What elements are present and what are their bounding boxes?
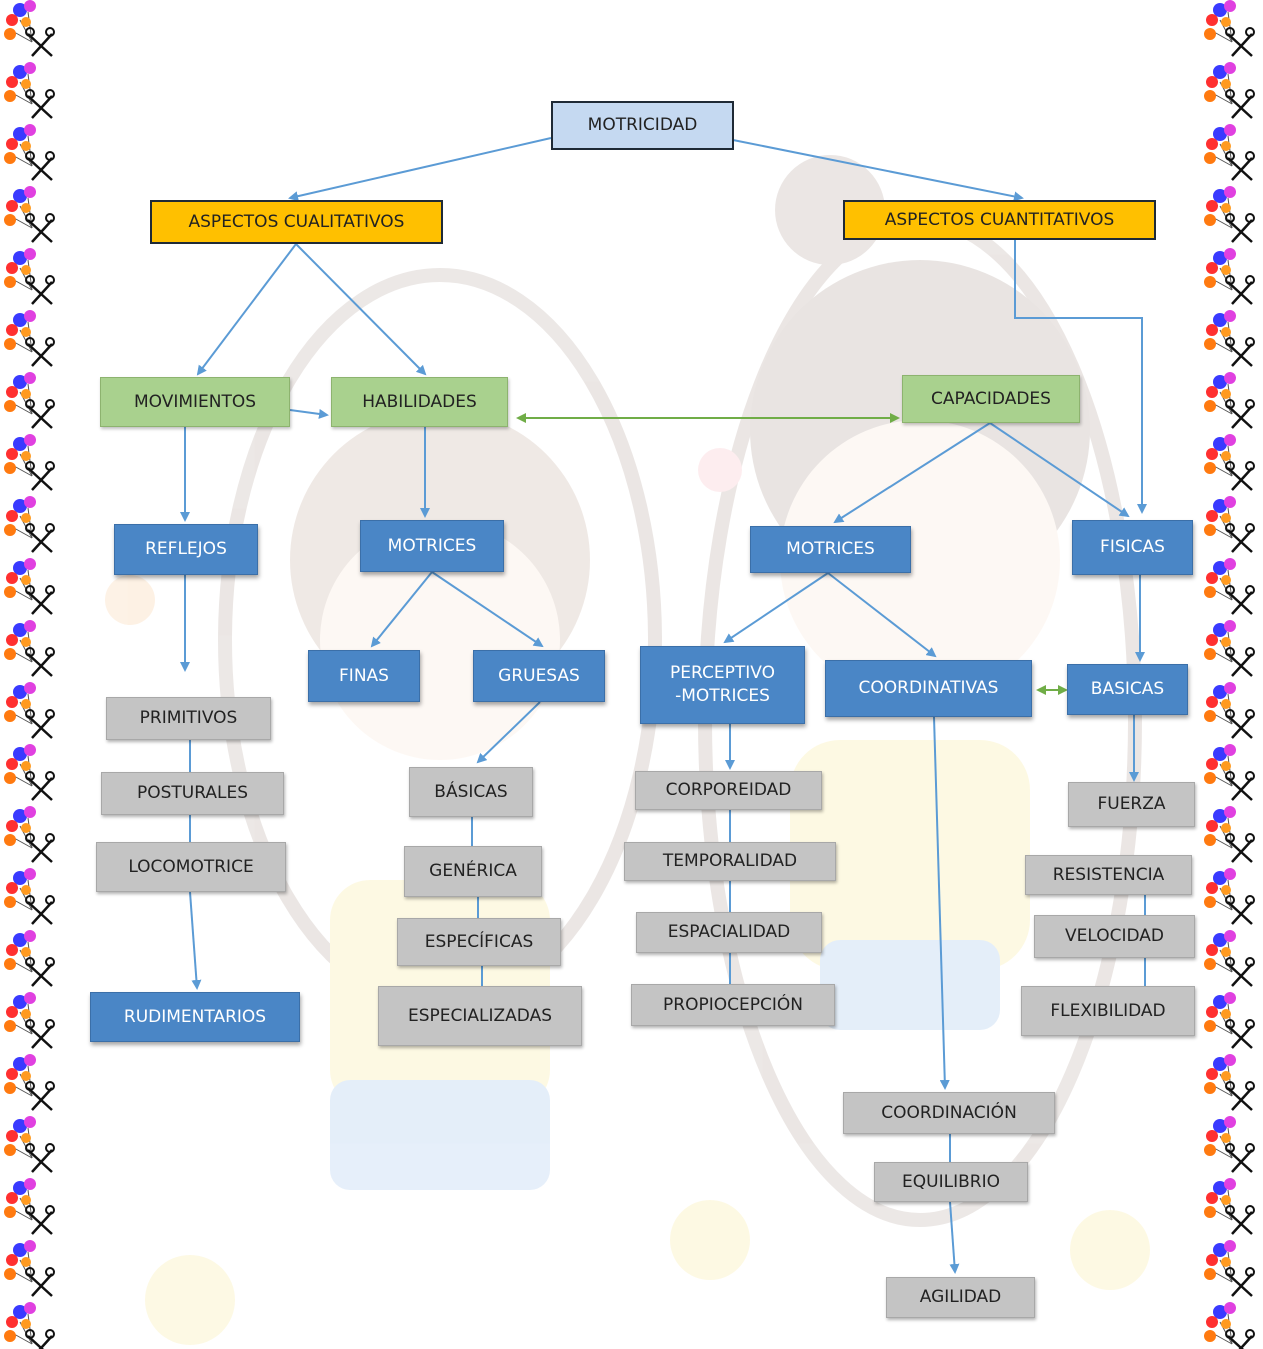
balloons-and-scissors-icon (2, 928, 58, 990)
balloons-and-scissors-icon (2, 1176, 58, 1238)
leaf-temporalidad: TEMPORALIDAD (624, 842, 836, 881)
balloons-and-scissors-icon (2, 742, 58, 804)
balloons-and-scissors-icon (2, 618, 58, 680)
balloons-and-scissors-icon (2, 1114, 58, 1176)
leaf-locomotrice: LOCOMOTRICE (96, 842, 286, 892)
balloons-and-scissors-icon (2, 308, 58, 370)
node-gruesas: GRUESAS (473, 650, 605, 702)
balloons-and-scissors-icon (1202, 370, 1258, 432)
balloons-and-scissors-icon (1202, 866, 1258, 928)
balloons-and-scissors-icon (1202, 680, 1258, 742)
balloons-and-scissors-icon (1202, 122, 1258, 184)
root-node-motricidad: MOTRICIDAD (551, 101, 734, 150)
leaf-fuerza: FUERZA (1068, 782, 1195, 827)
balloons-and-scissors-icon (1202, 804, 1258, 866)
balloons-and-scissors-icon (2, 184, 58, 246)
balloons-and-scissors-icon (2, 680, 58, 742)
node-motrices-habilidades: MOTRICES (360, 520, 504, 572)
balloons-and-scissors-icon (2, 556, 58, 618)
node-rudimentarios: RUDIMENTARIOS (90, 992, 300, 1042)
balloons-and-scissors-icon (2, 866, 58, 928)
balloons-and-scissors-icon (1202, 618, 1258, 680)
node-aspectos-cualitativos: ASPECTOS CUALITATIVOS (150, 200, 443, 244)
leaf-generica: GENÉRICA (404, 846, 542, 897)
right-decorative-border (1200, 0, 1262, 1349)
balloons-and-scissors-icon (1202, 1052, 1258, 1114)
balloons-and-scissors-icon (1202, 184, 1258, 246)
leaf-propiocepcion: PROPIOCEPCIÓN (631, 984, 835, 1026)
perceptivo-line-2: -MOTRICES (675, 686, 770, 706)
balloons-and-scissors-icon (2, 1238, 58, 1300)
node-capacidades: CAPACIDADES (902, 375, 1080, 423)
balloons-and-scissors-icon (1202, 432, 1258, 494)
balloons-and-scissors-icon (1202, 60, 1258, 122)
balloons-and-scissors-icon (1202, 556, 1258, 618)
leaf-primitivos: PRIMITIVOS (106, 697, 271, 740)
balloons-and-scissors-icon (1202, 928, 1258, 990)
node-basicas-fisicas: BASICAS (1067, 664, 1188, 715)
balloons-and-scissors-icon (2, 246, 58, 308)
node-fisicas: FISICAS (1072, 520, 1193, 575)
node-coordinativas: COORDINATIVAS (825, 660, 1032, 717)
leaf-resistencia: RESISTENCIA (1025, 855, 1192, 895)
leaf-agilidad: AGILIDAD (886, 1277, 1035, 1318)
balloons-and-scissors-icon (2, 804, 58, 866)
balloons-and-scissors-icon (2, 1052, 58, 1114)
leaf-basicas: BÁSICAS (409, 767, 533, 817)
balloons-and-scissors-icon (1202, 742, 1258, 804)
node-aspectos-cuantitativos: ASPECTOS CUANTITATIVOS (843, 200, 1156, 240)
leaf-especificas: ESPECÍFICAS (397, 918, 561, 966)
leaf-flexibilidad: FLEXIBILIDAD (1021, 986, 1195, 1036)
balloons-and-scissors-icon (1202, 494, 1258, 556)
leaf-equilibrio: EQUILIBRIO (874, 1162, 1028, 1202)
leaf-espacialidad: ESPACIALIDAD (636, 912, 822, 953)
leaf-coordinacion: COORDINACIÓN (843, 1092, 1055, 1134)
balloons-and-scissors-icon (2, 494, 58, 556)
node-movimientos: MOVIMIENTOS (100, 377, 290, 427)
balloons-and-scissors-icon (1202, 1176, 1258, 1238)
balloons-and-scissors-icon (2, 432, 58, 494)
perceptivo-line-1: PERCEPTIVO (670, 663, 775, 684)
balloons-and-scissors-icon (2, 60, 58, 122)
node-motrices-capacidades: MOTRICES (750, 526, 911, 573)
balloons-and-scissors-icon (2, 370, 58, 432)
balloons-and-scissors-icon (1202, 1114, 1258, 1176)
leaf-posturales: POSTURALES (101, 772, 284, 815)
node-habilidades: HABILIDADES (331, 377, 508, 427)
balloons-and-scissors-icon (1202, 1238, 1258, 1300)
node-reflejos: REFLEJOS (114, 524, 258, 575)
node-finas: FINAS (308, 650, 420, 702)
left-decorative-border (0, 0, 62, 1349)
balloons-and-scissors-icon (2, 0, 58, 60)
leaf-velocidad: VELOCIDAD (1034, 915, 1195, 958)
balloons-and-scissors-icon (1202, 246, 1258, 308)
node-perceptivo-motrices: PERCEPTIVO -MOTRICES (640, 646, 805, 724)
leaf-especializadas: ESPECIALIZADAS (378, 986, 582, 1046)
balloons-and-scissors-icon (2, 1300, 58, 1349)
balloons-and-scissors-icon (1202, 990, 1258, 1052)
balloons-and-scissors-icon (1202, 1300, 1258, 1349)
balloons-and-scissors-icon (2, 122, 58, 184)
balloons-and-scissors-icon (2, 990, 58, 1052)
leaf-corporeidad: CORPOREIDAD (635, 771, 822, 810)
balloons-and-scissors-icon (1202, 0, 1258, 60)
balloons-and-scissors-icon (1202, 308, 1258, 370)
